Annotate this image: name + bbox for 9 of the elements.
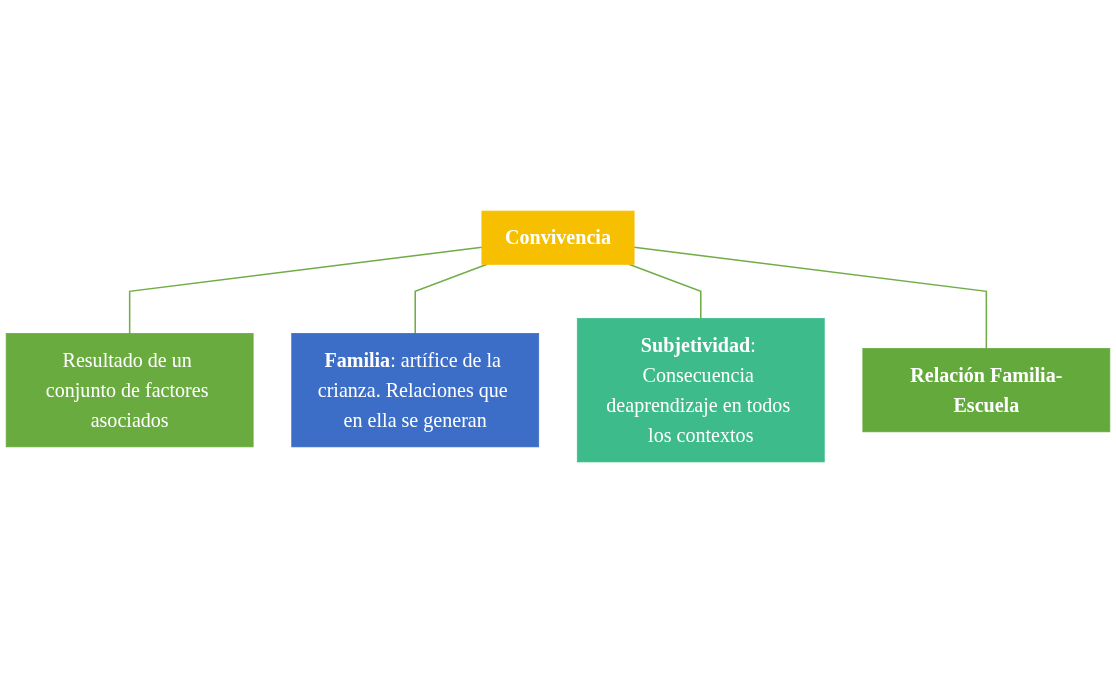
connector [414,263,488,335]
node-box: Convivencia [481,210,635,265]
node-box: Familia: artífice de la crianza. Relaciones que en ella se generan [291,333,540,448]
connector [628,263,702,320]
connector [633,246,988,350]
node-box: Relación Familia-Escuela [862,348,1111,433]
connector [128,246,483,335]
node-box: Resultado de un conjunto de factores asociados [5,333,254,448]
node-box: Subjetividad: Consecuencia deaprendizaje en todos los contextos [576,317,825,463]
